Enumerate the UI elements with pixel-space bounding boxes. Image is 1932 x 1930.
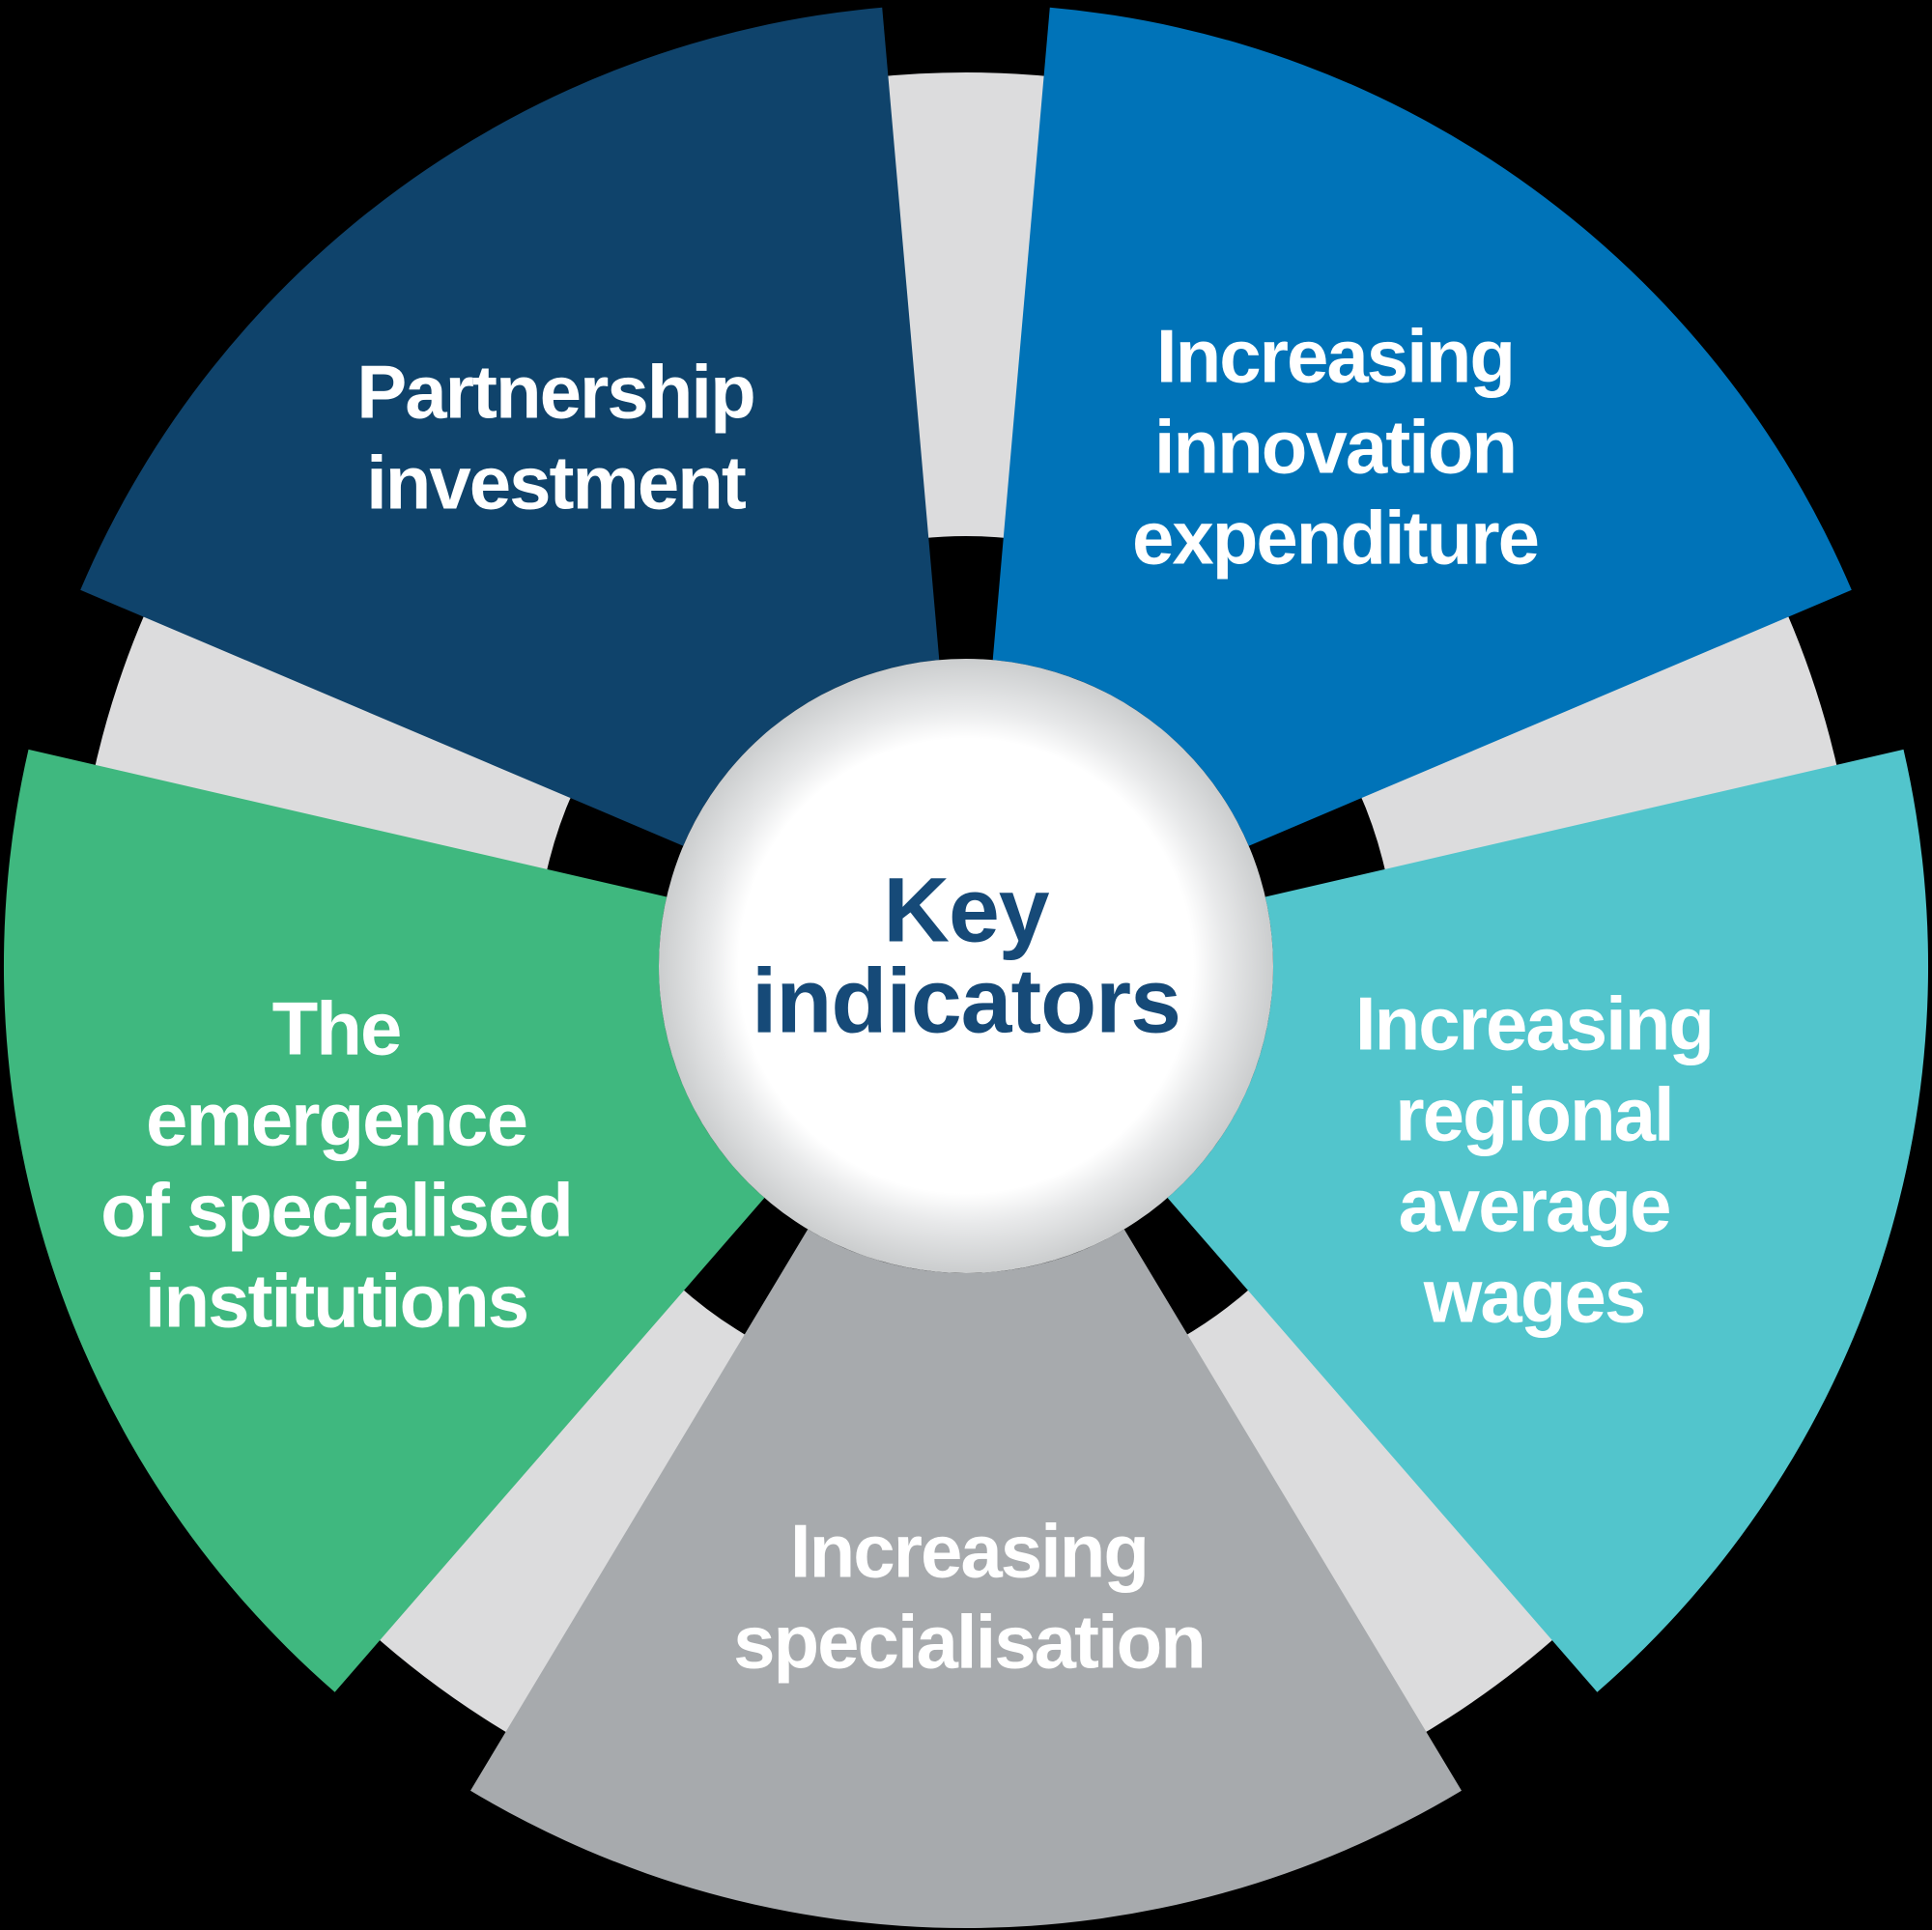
hub-circle: [659, 659, 1273, 1273]
gap-band: [92, 602, 574, 877]
gap-band: [368, 1285, 752, 1741]
gap-band: [872, 72, 1060, 539]
gap-band: [1180, 1285, 1564, 1741]
segment-regional-average-wages: [1167, 749, 1929, 1692]
segment-increasing-specialisation: [470, 1229, 1462, 1928]
segment-partnership-investment: [80, 7, 940, 846]
segment-specialised-institutions: [3, 749, 765, 1692]
segment-innovation-expenditure: [992, 7, 1852, 846]
gap-band: [1358, 602, 1840, 877]
segment-wedges: [3, 7, 1929, 1928]
hub: [659, 659, 1273, 1273]
gap-ring-bands: [92, 72, 1840, 1741]
